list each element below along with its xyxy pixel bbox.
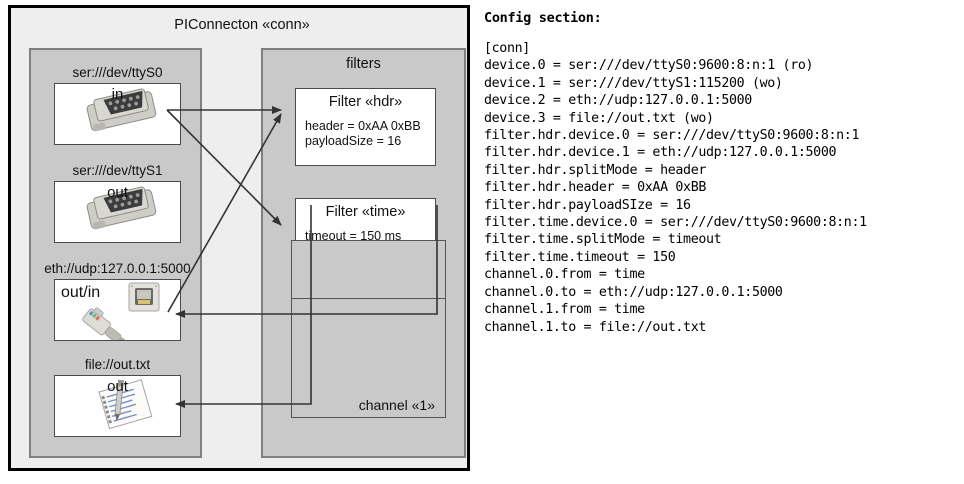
- filters-panel: filters Filter «hdr» header = 0xAA 0xBB …: [261, 48, 466, 458]
- config-heading: Config section:: [484, 10, 602, 26]
- channel-label: channel «1»: [358, 397, 435, 413]
- device-direction: out/in: [61, 284, 101, 301]
- config-line: filter.hdr.header = 0xAA 0xBB: [484, 180, 707, 196]
- config-line: device.1 = ser:///dev/ttyS1:115200 (wo): [484, 75, 783, 91]
- config-line: filter.hdr.device.1 = eth://udp:127.0.0.…: [484, 145, 837, 161]
- serial-port-icon: [55, 84, 180, 144]
- config-line: channel.1.to = file://out.txt: [484, 319, 707, 335]
- filter-property: header = 0xAA 0xBB: [305, 119, 421, 133]
- device-label: eth://udp:127.0.0.1:5000: [44, 261, 191, 276]
- config-line: channel.1.from = time: [484, 302, 645, 318]
- device-label: ser:///dev/ttyS1: [72, 163, 163, 178]
- device-label: ser:///dev/ttyS0: [72, 65, 163, 80]
- text-file-icon: [55, 376, 180, 436]
- config-line: filter.hdr.payloadSIze = 16: [484, 197, 691, 213]
- config-line: [conn]: [484, 41, 530, 56]
- device-box-ttys0[interactable]: in: [54, 83, 181, 145]
- filter-property: payloadSize = 16: [305, 134, 402, 148]
- device-box-eth[interactable]: out/in: [54, 279, 181, 347]
- diagram-region: PIConnecton «conn» ser:///dev/ttyS0 in: [0, 0, 478, 484]
- device-group-ttys0: ser:///dev/ttyS0 in: [39, 64, 196, 145]
- config-text-block: [conn] device.0 = ser:///dev/ttyS0:9600:8…: [484, 40, 964, 336]
- device-direction: in: [111, 86, 124, 103]
- device-direction: out: [107, 184, 128, 201]
- filters-panel-title: filters: [346, 56, 381, 72]
- config-line: filter.time.splitMode = timeout: [484, 232, 722, 248]
- devices-panel: ser:///dev/ttyS0 in: [29, 48, 202, 458]
- config-line: device.2 = eth://udp:127.0.0.1:5000: [484, 93, 752, 109]
- config-line: channel.0.to = eth://udp:127.0.0.1:5000: [484, 284, 783, 300]
- filter-title: Filter «hdr»: [328, 94, 403, 110]
- connector-frame: PIConnecton «conn» ser:///dev/ttyS0 in: [8, 5, 470, 471]
- config-line: filter.hdr.splitMode = header: [484, 162, 707, 178]
- device-box-file[interactable]: out: [54, 375, 181, 437]
- config-section: Config section: [conn] device.0 = ser:///…: [478, 0, 964, 484]
- device-group-ttys1: ser:///dev/ttyS1 out: [39, 162, 196, 243]
- device-box-ttys1[interactable]: out: [54, 181, 181, 243]
- filter-properties: header = 0xAA 0xBB payloadSize = 16: [296, 119, 435, 149]
- device-group-eth: eth://udp:127.0.0.1:5000 out/in: [39, 260, 196, 347]
- channel-box-1: channel «1»: [291, 298, 446, 418]
- filter-title: Filter «time»: [325, 204, 406, 220]
- config-line: filter.time.device.0 = ser:///dev/ttyS0:…: [484, 215, 867, 231]
- serial-port-icon: [55, 182, 180, 242]
- filter-box-hdr[interactable]: Filter «hdr» header = 0xAA 0xBB payloadS…: [295, 88, 436, 166]
- device-label: file://out.txt: [84, 357, 151, 372]
- ethernet-jack-icon: [55, 280, 180, 347]
- config-line: channel.0.from = time: [484, 267, 645, 283]
- device-direction: out: [107, 378, 128, 395]
- config-line: filter.hdr.device.0 = ser:///dev/ttyS0:9…: [484, 128, 860, 144]
- device-group-file: file://out.txt out: [39, 356, 196, 437]
- config-line: device.0 = ser:///dev/ttyS0:9600:8:n:1 (…: [484, 58, 814, 74]
- config-line: device.3 = file://out.txt (wo): [484, 110, 714, 126]
- page-title: PIConnecton «conn»: [174, 17, 310, 33]
- config-line: filter.time.timeout = 150: [484, 249, 676, 265]
